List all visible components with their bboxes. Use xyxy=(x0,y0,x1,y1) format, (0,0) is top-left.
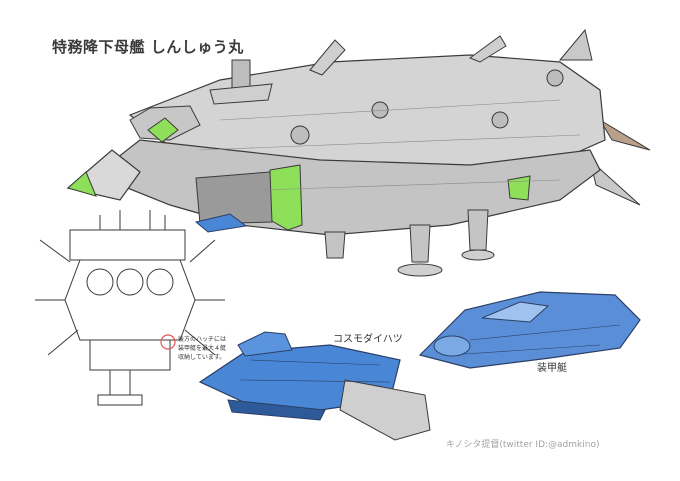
hatch-note-line: 収納しています。 xyxy=(178,354,226,361)
page-title: 特務降下母艦 しんしゅう丸 xyxy=(52,38,244,56)
armored-boat-label: 装甲艇 xyxy=(537,363,567,374)
stamp-mark xyxy=(160,334,176,350)
mothership-illustration xyxy=(66,28,651,277)
hatch-note: 後方のハッチには 装甲艇を最大４艇 収納しています。 xyxy=(178,335,226,362)
hatch-note-line: 装甲艇を最大４艇 xyxy=(178,345,227,352)
cosmo-daihatsu-illustration xyxy=(198,331,431,441)
cosmo-daihatsu-label: コスモダイハツ xyxy=(333,334,403,345)
rear-view-sketch xyxy=(35,210,225,406)
hatch-note-line: 後方のハッチには xyxy=(178,336,227,343)
artist-credit: キノシタ提督(twitter ID:@admkino) xyxy=(446,440,600,450)
armored-boat-illustration xyxy=(418,291,641,369)
